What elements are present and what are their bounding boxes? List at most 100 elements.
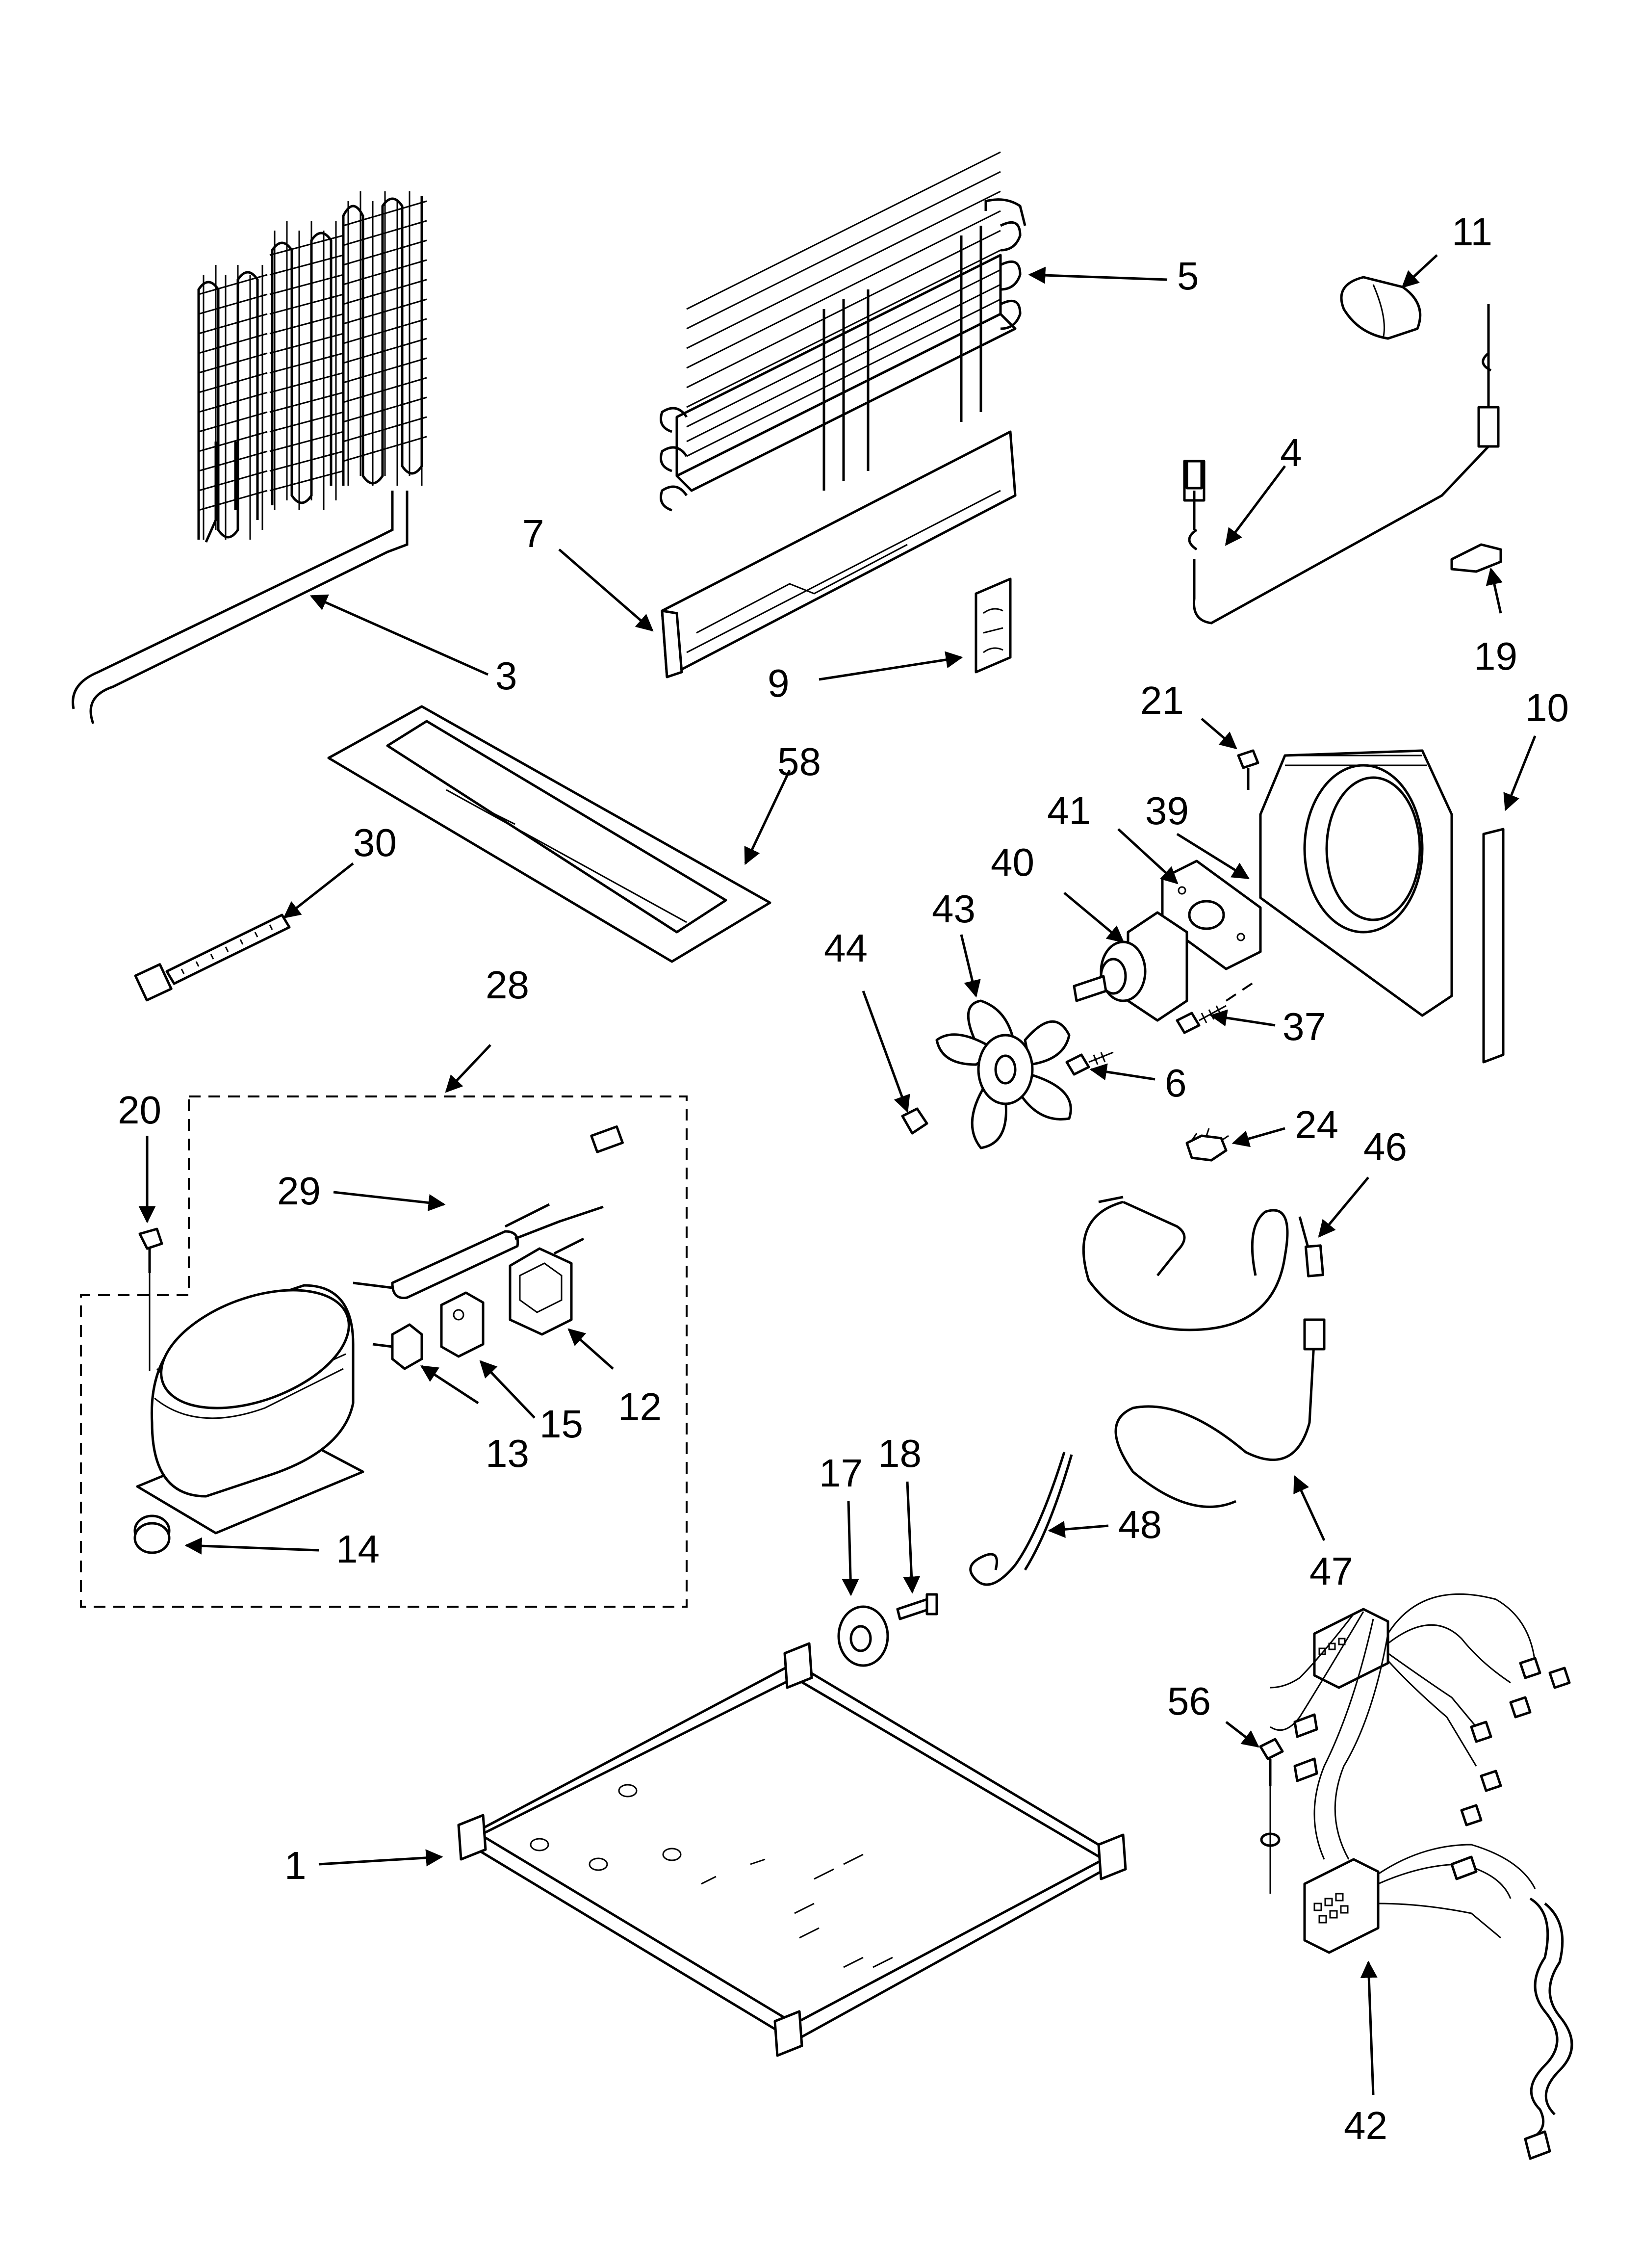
screw-part [138,1227,163,1371]
leader-4 [1225,465,1286,546]
callout-40: 40 [991,840,1034,884]
leader-11 [1401,254,1438,288]
wiring-harness-part [1270,1593,1573,2160]
leader-21 [1201,718,1237,750]
callout-18: 18 [878,1432,922,1475]
leader-48 [1048,1520,1109,1538]
callout-1: 1 [284,1844,307,1887]
leader-3 [309,594,489,676]
clip-part [1450,543,1502,573]
callout-48: 48 [1118,1503,1162,1546]
callout-17: 17 [819,1451,863,1495]
leader-40 [1063,892,1125,943]
drier-part [353,1125,624,1300]
callout-30: 30 [353,821,397,864]
shroud-screw-part [1237,749,1259,790]
roller-pin-part [896,1593,938,1620]
leader-46 [1318,1176,1369,1238]
callout-46: 46 [1363,1125,1407,1169]
leader-37 [1209,1009,1276,1027]
leader-41 [1117,828,1179,885]
leader-28 [445,1044,491,1093]
callout-19: 19 [1474,634,1517,678]
callout-56: 56 [1167,1679,1211,1723]
leader-12 [567,1328,614,1370]
callout-47: 47 [1309,1549,1353,1593]
leader-9 [819,651,963,681]
drain-trough-part [661,430,1017,678]
callout-37: 37 [1283,1005,1326,1048]
leader-5 [1028,266,1168,284]
leader-43 [960,934,981,998]
leader-30 [283,862,354,919]
blade-clip-part [901,1107,928,1135]
callout-6: 6 [1165,1061,1187,1105]
overload-cover-part [509,1237,585,1336]
callout-21: 21 [1140,678,1184,722]
discharge-tube-part [1114,1318,1326,1508]
hex-nut-part [1185,1128,1229,1162]
callout-15: 15 [539,1402,583,1446]
terminal-connector-part [372,1323,423,1370]
callout-39: 39 [1145,789,1189,833]
leader-56 [1225,1721,1259,1748]
fan-blade-part [935,999,1072,1149]
callout-20: 20 [118,1088,161,1132]
callout-3: 3 [495,654,517,698]
leader-58 [744,769,791,865]
sensor-wire-part [1183,304,1500,625]
leader-13 [420,1365,479,1405]
leader-42 [1360,1960,1378,2095]
callout-28: 28 [486,963,529,1007]
bracket-part [975,577,1012,674]
callout-4: 4 [1280,431,1302,474]
cable-tie-part [134,913,291,1002]
leader-7 [558,548,654,632]
drain-pan-part [327,705,771,963]
leader-17 [842,1501,859,1596]
suction-tube-part [1082,1196,1325,1331]
leader-10 [1503,735,1537,811]
callout-5: 5 [1177,254,1199,298]
callout-44: 44 [824,926,868,970]
leader-19 [1486,567,1503,614]
condenser-coil-part [72,191,427,724]
callout-24: 24 [1295,1103,1338,1147]
cap-part [1340,276,1422,340]
leader-47 [1293,1475,1326,1541]
callout-14: 14 [336,1527,380,1571]
callout-29: 29 [277,1169,321,1213]
callout-41: 41 [1047,789,1091,833]
compressor-part [133,1284,364,1554]
capillary-tube-part [969,1452,1073,1586]
callout-43: 43 [932,887,975,931]
motor-mount-plate-part [1161,860,1262,970]
ground-screw-part [1259,1738,1284,1894]
roller-part [837,1605,889,1667]
evaporator-part [660,151,1026,512]
leader-29 [333,1191,446,1211]
fan-motor-part [1073,911,1188,1022]
callout-10: 10 [1525,686,1569,730]
seal-strip-part [1482,828,1505,1064]
motor-screw-part [1176,980,1257,1034]
leader-1 [318,1849,443,1867]
callout-7: 7 [522,512,544,555]
base-frame-part [457,1642,1127,2057]
callout-12: 12 [618,1385,662,1429]
leader-14 [184,1537,319,1555]
callout-9: 9 [768,661,790,705]
compressor-kit-boundary [80,1095,688,1608]
callout-42: 42 [1344,2104,1387,2147]
relay-part [440,1291,485,1358]
leader-6 [1089,1063,1155,1081]
callout-11: 11 [1452,210,1492,254]
leader-15 [479,1360,536,1419]
fan-shroud-part [1259,749,1453,1017]
callout-13: 13 [486,1432,529,1475]
fan-screw-part [1065,1051,1114,1076]
leader-24 [1232,1127,1285,1147]
callout-58: 58 [777,740,821,783]
leader-18 [903,1481,921,1594]
